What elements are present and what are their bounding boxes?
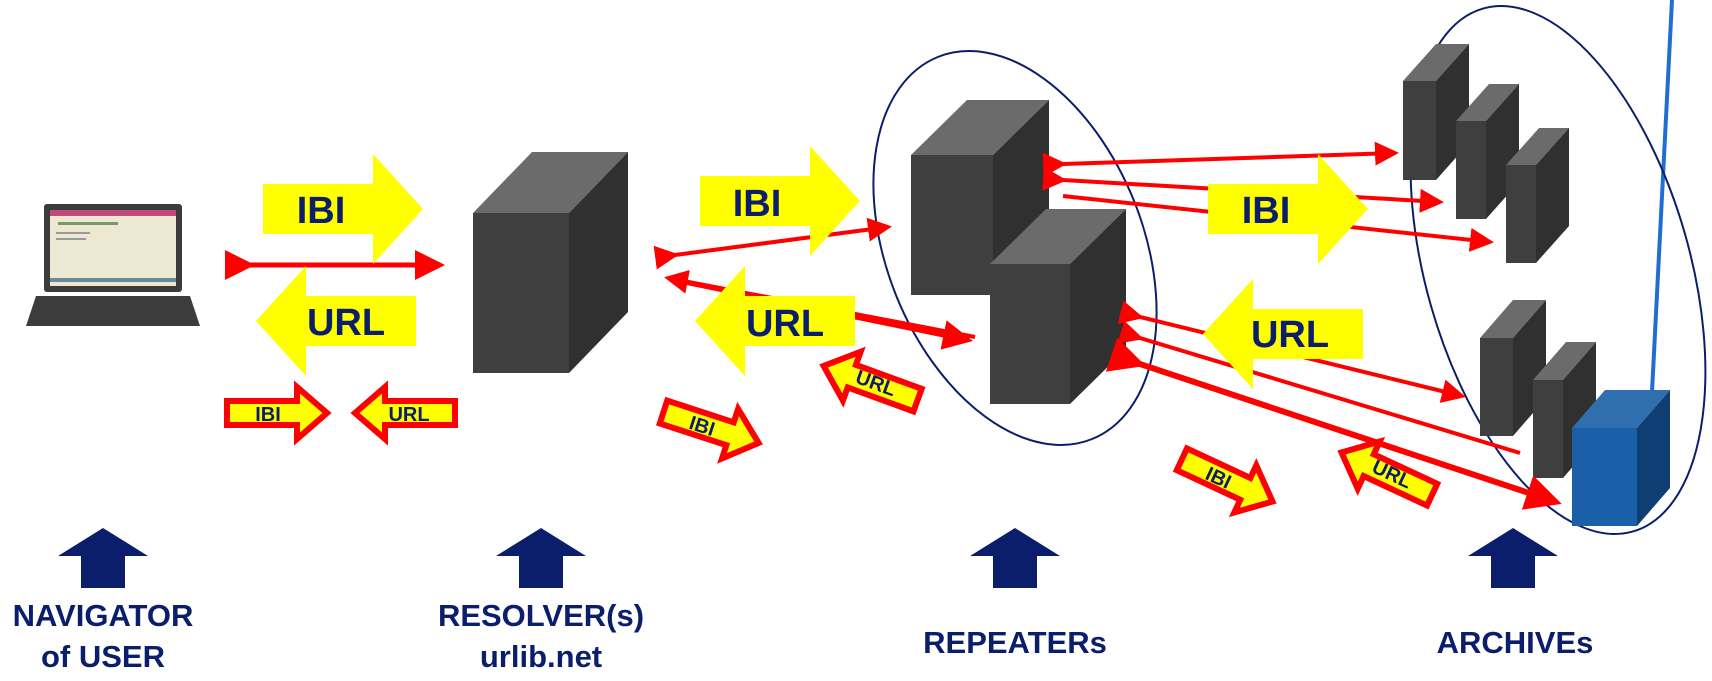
ibi-big-arrow: IBI [700,146,860,256]
repeater-server-icon [990,209,1126,404]
flow-arrow [1105,337,1562,510]
svg-text:URL: URL [1251,314,1329,356]
up-arrow-icon [970,528,1060,588]
url-small-arrow: URL [815,341,927,424]
ibi-big-arrow: IBI [1208,154,1368,264]
up-arrow-icon [1468,528,1558,588]
up-arrow-icon [496,528,586,588]
up-arrow-icon [58,528,148,588]
ibi-big-arrow: IBI [263,154,423,264]
url-big-arrow: URL [256,266,416,376]
navigator-caption: NAVIGATOR of USER [0,595,206,677]
repeaters-caption: REPEATERs [905,622,1125,663]
caption-line: NAVIGATOR [12,598,194,633]
caption-line: REPEATERs [923,625,1107,660]
caption-line: urlib.net [479,639,603,674]
caption-line: of USER [41,639,165,674]
archives-caption: ARCHIVEs [1405,622,1625,663]
svg-text:URL: URL [746,303,824,345]
resolver-server-icon [473,152,628,373]
archive-server-icon [1403,44,1469,180]
svg-text:IBI: IBI [297,190,346,232]
svg-text:IBI: IBI [255,404,281,426]
ibi-small-arrow: IBI [1171,436,1284,525]
svg-text:URL: URL [307,302,385,344]
url-big-arrow: URL [695,266,855,376]
ibi-small-arrow: IBI [655,387,766,467]
caption-line: RESOLVER(s) [437,598,645,633]
repeater-server-icon [911,100,1049,295]
archive-server-highlighted-icon [1572,390,1670,526]
url-small-arrow: URL [1331,429,1444,518]
svg-text:IBI: IBI [1242,190,1291,232]
resolver-caption: RESOLVER(s) urlib.net [430,595,652,677]
url-big-arrow: URL [1203,279,1363,389]
link-line [1650,0,1674,393]
svg-text:URL: URL [388,404,429,426]
url-small-arrow: URL [355,387,455,439]
ibi-small-arrow: IBI [227,387,327,439]
flow-arrow [653,217,892,270]
laptop-icon [26,204,200,326]
svg-text:IBI: IBI [733,183,782,225]
caption-line: ARCHIVEs [1436,625,1594,660]
archive-server-icon [1506,128,1569,263]
flow-arrow [1042,141,1399,177]
